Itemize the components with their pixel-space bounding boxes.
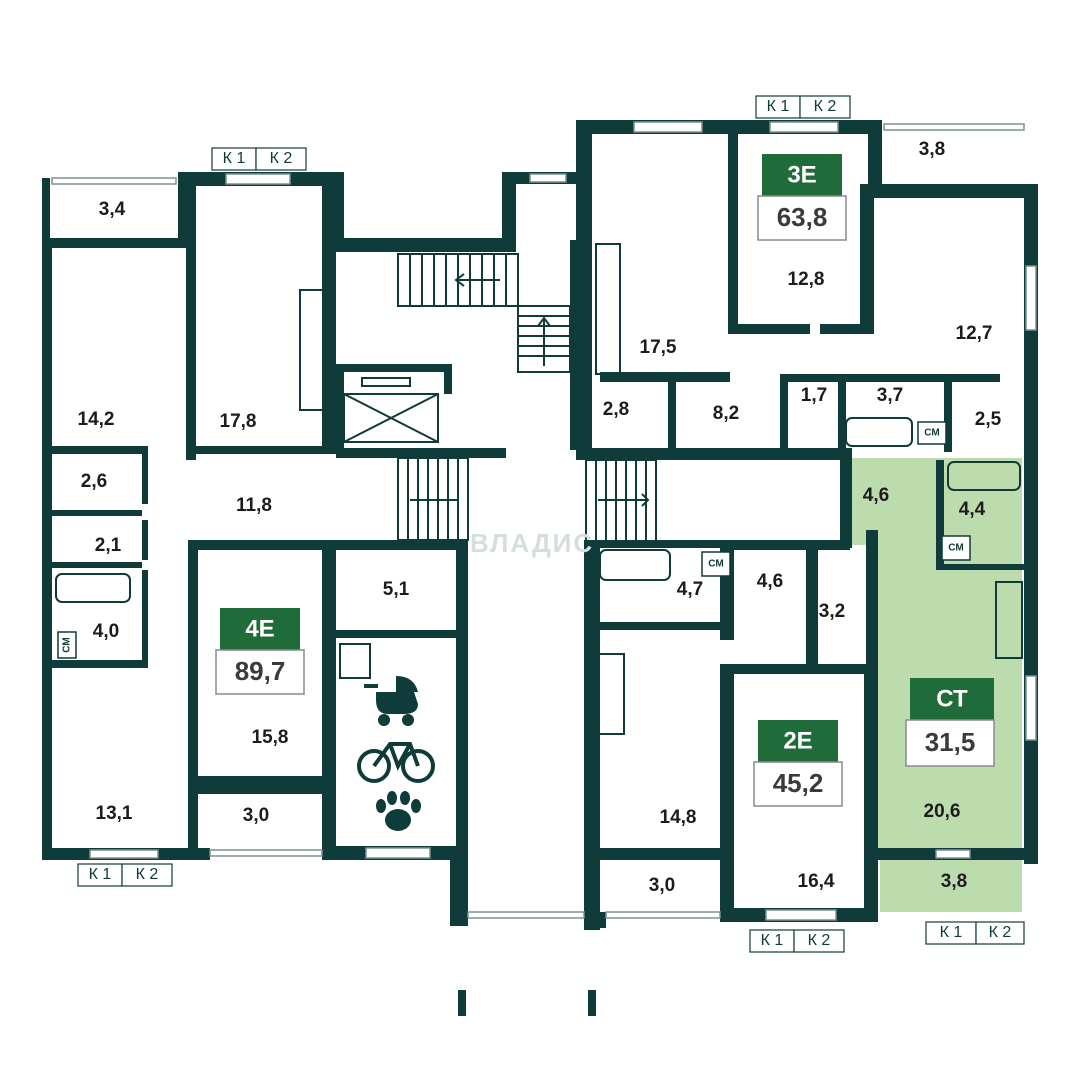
room-area: 2,6 (81, 471, 107, 492)
apartment-badge-4e[interactable]: 4E 89,7 (215, 608, 305, 695)
room-area: 3,4 (99, 199, 126, 220)
apartment-area-box (905, 719, 995, 767)
k2-tag: К 2 (808, 932, 831, 949)
stairs (397, 253, 657, 543)
k2-tag: К 2 (989, 924, 1012, 941)
room-area: 4,0 (93, 621, 119, 642)
k1-tag: К 1 (767, 98, 790, 115)
apartment-code: 3E (787, 161, 816, 188)
k-tags: К 1 К 2 К 1 К 2 К 1 К 2 К 1 К 2 К 1 К 2 (77, 95, 1025, 953)
room-area: 4,6 (757, 571, 783, 592)
elevator (343, 377, 439, 443)
apartment-area: 89,7 (235, 656, 286, 686)
washer-label: СМ (708, 559, 723, 570)
stroller-icon (364, 676, 418, 726)
washer-tags: СМ СМ СМ СМ (57, 421, 971, 659)
apartment-code: СТ (936, 685, 968, 712)
room-area: 4,6 (863, 485, 889, 506)
room-area: 11,8 (236, 495, 272, 516)
apartment-code-bg (220, 608, 300, 650)
apartment-area-box (757, 195, 847, 241)
room-area: 3,7 (877, 385, 903, 406)
section-marker (458, 990, 466, 1016)
apartment-area-box (753, 761, 843, 807)
room-area: 3,8 (941, 871, 967, 892)
room-area: 17,8 (220, 411, 257, 432)
room-area: 12,7 (956, 323, 993, 344)
room-area: 3,8 (919, 139, 945, 160)
fixtures (55, 243, 1023, 735)
apartment-code: 2E (783, 727, 812, 754)
room-area: 20,6 (924, 801, 961, 822)
apartment-badge-3e[interactable]: 3E 63,8 (757, 154, 847, 241)
apartment-code: 4E (245, 615, 274, 642)
k2-tag: К 2 (270, 150, 293, 167)
windows (51, 121, 1037, 921)
room-area: 1,7 (801, 385, 827, 406)
room-area: 14,2 (78, 409, 115, 430)
apartment-badge-2e[interactable]: 2E 45,2 (753, 720, 843, 807)
apartment-area-box (215, 649, 305, 695)
room-area: 4,7 (677, 579, 703, 600)
bicycle-icon (357, 742, 435, 783)
room-area: 14,8 (660, 807, 697, 828)
k1-tag: К 1 (761, 932, 784, 949)
room-area: 3,2 (819, 601, 845, 622)
apartment-area: 45,2 (773, 768, 824, 798)
washer-label: СМ (924, 428, 939, 439)
k1-tag: К 1 (223, 150, 246, 167)
paw-icon (376, 791, 421, 831)
room-area: 15,8 (252, 727, 289, 748)
room-area: 4,4 (959, 499, 986, 520)
apartment-area: 63,8 (777, 202, 828, 232)
room-area: 13,1 (96, 803, 133, 824)
washer-label: СМ (948, 543, 963, 554)
room-area: 8,2 (713, 403, 739, 424)
storage-icons (357, 676, 435, 831)
apartment-code-bg (910, 678, 994, 720)
watermark: ВЛАДИС (470, 528, 594, 558)
apartment-badge-st[interactable]: СТ 31,5 (905, 678, 995, 767)
room-area: 2,8 (603, 399, 629, 420)
room-labels: 3,4 14,2 2,6 2,1 4,0 13,1 17,8 11,8 15,8… (78, 139, 1002, 896)
k1-tag: К 1 (940, 924, 963, 941)
room-area: 12,8 (788, 269, 825, 290)
k2-tag: К 2 (814, 98, 837, 115)
k1-tag: К 1 (89, 866, 112, 883)
room-area: 16,4 (798, 871, 835, 892)
apartment-area: 31,5 (925, 727, 976, 757)
apartment-code-bg (758, 720, 838, 762)
k2-tag: К 2 (136, 866, 159, 883)
section-marker (588, 990, 596, 1016)
room-area: 17,5 (640, 337, 677, 358)
room-area: 3,0 (243, 805, 269, 826)
room-area: 2,1 (95, 535, 122, 556)
studio-balcony-highlight (880, 856, 1022, 912)
room-area: 5,1 (383, 579, 410, 600)
apartment-code-bg (762, 154, 842, 196)
washer-label: СМ (62, 637, 73, 652)
room-area: 3,0 (649, 875, 675, 896)
room-area: 2,5 (975, 409, 1002, 430)
